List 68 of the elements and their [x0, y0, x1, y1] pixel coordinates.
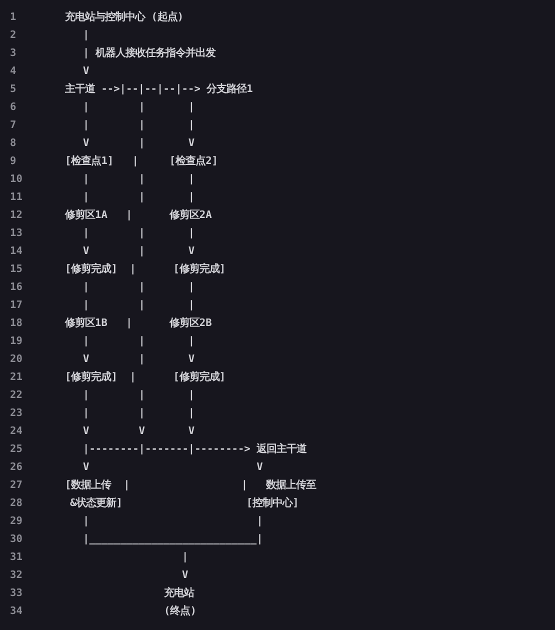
- code-line: | |: [83, 514, 263, 528]
- code-line: | | |: [83, 406, 195, 420]
- code-line: | 机器人接收任务指令并出发: [83, 46, 216, 60]
- code-line: | | |: [83, 280, 195, 294]
- code-line: 修剪区1A | 修剪区2A: [65, 208, 212, 222]
- code-line: V | V: [83, 244, 195, 258]
- code-line: | | |: [83, 226, 195, 240]
- line-number: 12: [10, 208, 22, 222]
- line-number: 33: [10, 586, 22, 600]
- line-number: 25: [10, 442, 22, 456]
- code-line: | | |: [83, 388, 195, 402]
- line-number: 24: [10, 424, 22, 438]
- code-line: |: [83, 28, 90, 42]
- code-line: [数据上传 | | 数据上传至: [65, 478, 316, 492]
- line-number: 13: [10, 226, 22, 240]
- line-number: 16: [10, 280, 22, 294]
- line-number: 6: [10, 100, 16, 114]
- line-number: 8: [10, 136, 16, 150]
- line-number: 9: [10, 154, 16, 168]
- line-number: 31: [10, 550, 22, 564]
- line-number: 30: [10, 532, 22, 546]
- line-number: 14: [10, 244, 22, 258]
- line-number: 19: [10, 334, 22, 348]
- line-number: 1: [10, 10, 16, 24]
- line-number: 4: [10, 64, 16, 78]
- line-number: 20: [10, 352, 22, 366]
- code-line: |___________________________|: [83, 532, 263, 546]
- line-number: 2: [10, 28, 16, 42]
- code-line: [修剪完成] | [修剪完成]: [65, 262, 226, 276]
- code-line: V | V: [83, 136, 195, 150]
- code-line: | | |: [83, 100, 195, 114]
- line-number: 10: [10, 172, 22, 186]
- line-number: 18: [10, 316, 22, 330]
- code-line: [修剪完成] | [修剪完成]: [65, 370, 226, 384]
- code-line: | | |: [83, 118, 195, 132]
- code-line: | | |: [83, 298, 195, 312]
- code-line: &状态更新] [控制中心]: [70, 496, 299, 510]
- code-line: | | |: [83, 334, 195, 348]
- line-number: 23: [10, 406, 22, 420]
- line-number: 7: [10, 118, 16, 132]
- code-line: 主干道 -->|--|--|--|--> 分支路径1: [65, 82, 253, 96]
- code-line: 充电站: [164, 586, 194, 600]
- code-line: (终点): [164, 604, 196, 618]
- code-line: | | |: [83, 190, 195, 204]
- code-line: |--------|-------|--------> 返回主干道: [83, 442, 307, 456]
- code-line: [检查点1] | [检查点2]: [65, 154, 218, 168]
- line-number: 15: [10, 262, 22, 276]
- code-line: V: [182, 568, 188, 582]
- line-number: 11: [10, 190, 22, 204]
- code-line: V V: [83, 460, 263, 474]
- line-number: 27: [10, 478, 22, 492]
- line-number: 17: [10, 298, 22, 312]
- line-number: 3: [10, 46, 16, 60]
- line-number: 34: [10, 604, 22, 618]
- line-number: 26: [10, 460, 22, 474]
- code-line: | | |: [83, 172, 195, 186]
- line-number: 5: [10, 82, 16, 96]
- line-number: 29: [10, 514, 22, 528]
- line-number: 32: [10, 568, 22, 582]
- code-line: 充电站与控制中心 (起点): [65, 10, 184, 24]
- code-line: V V V: [83, 424, 195, 438]
- line-number: 22: [10, 388, 22, 402]
- code-line: V: [83, 64, 90, 78]
- code-line: |: [182, 550, 188, 564]
- line-number: 21: [10, 370, 22, 384]
- line-number: 28: [10, 496, 22, 510]
- code-line: V | V: [83, 352, 195, 366]
- code-line: 修剪区1B | 修剪区2B: [65, 316, 212, 330]
